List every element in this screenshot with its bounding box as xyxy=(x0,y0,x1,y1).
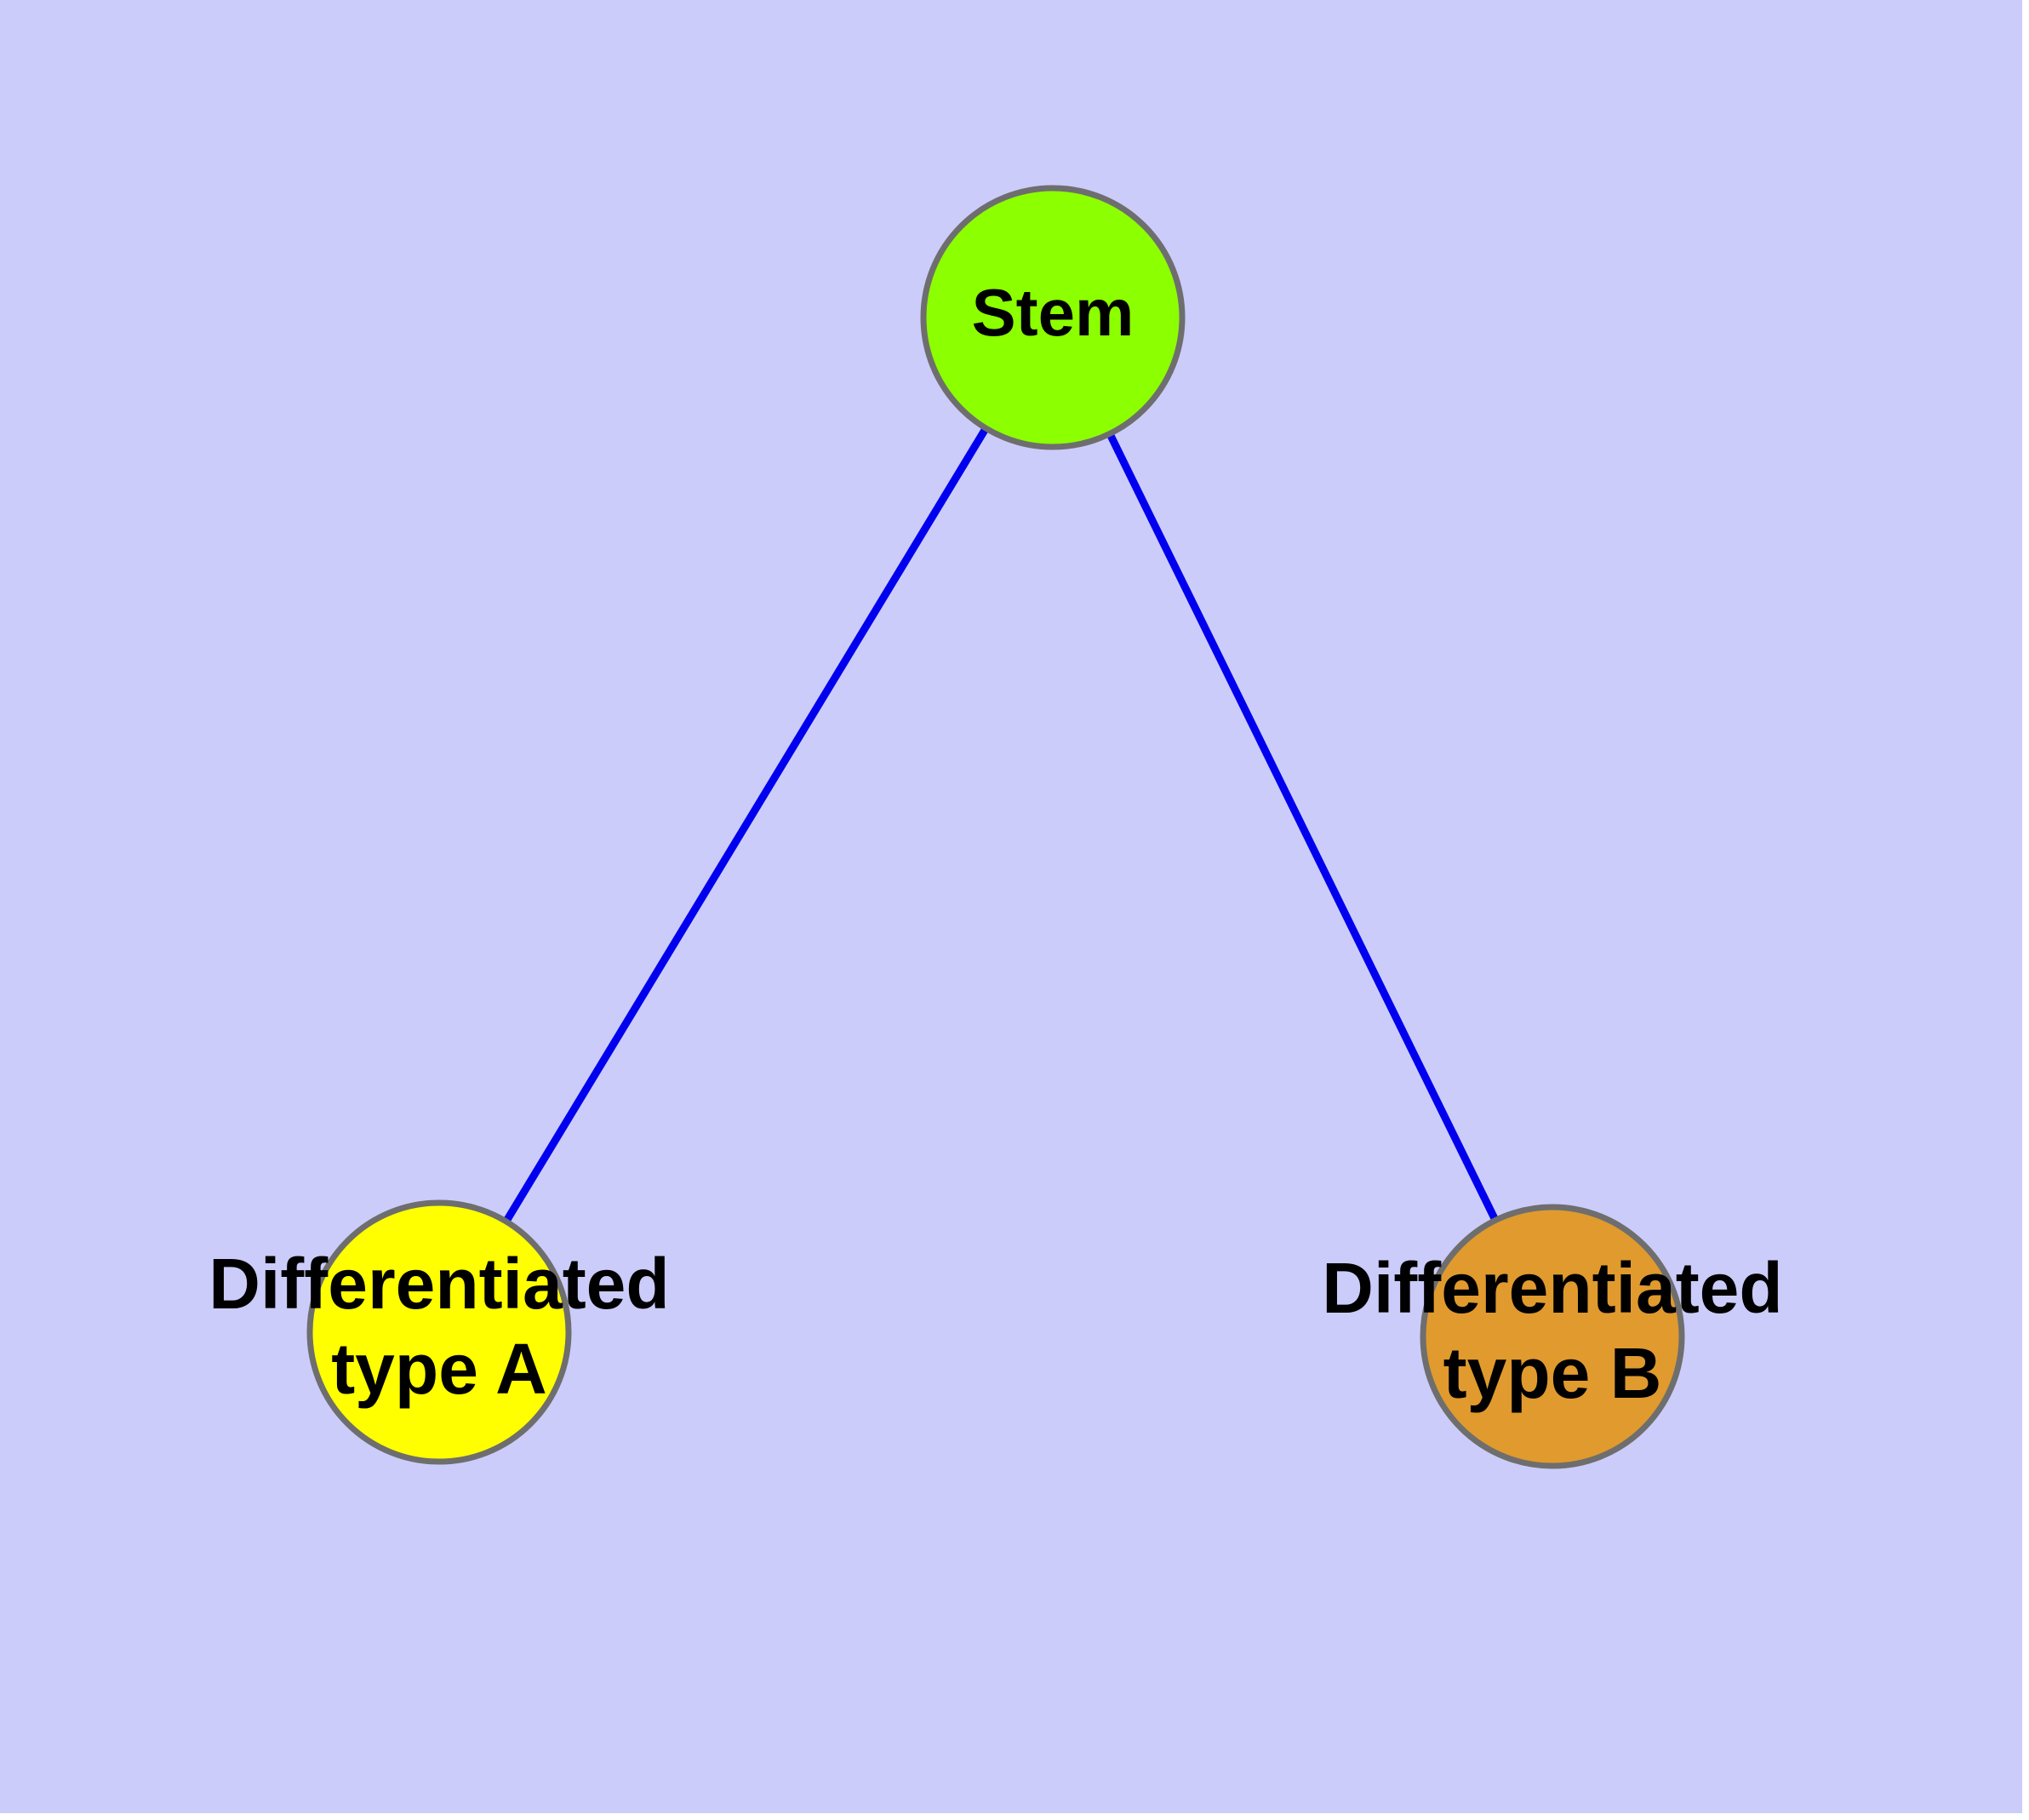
node-label-line: Differentiated xyxy=(1322,1248,1782,1328)
node-label-line: type A xyxy=(331,1329,547,1409)
node-stem[interactable]: Stem xyxy=(920,185,1186,450)
edges-group xyxy=(436,315,1557,1338)
node-label-line: Differentiated xyxy=(209,1244,669,1324)
node-label-line: Stem xyxy=(972,275,1135,350)
node-shape-stem[interactable] xyxy=(920,185,1186,450)
node-label-line: type B xyxy=(1443,1333,1662,1413)
node-label-stem: Stem xyxy=(972,275,1135,350)
edge-stem-diff-a[interactable] xyxy=(436,315,1056,1335)
node-shape-diff_b[interactable] xyxy=(1420,1204,1685,1469)
node-shape-diff_a[interactable] xyxy=(306,1199,572,1465)
edge-stem-diff-b[interactable] xyxy=(1049,316,1557,1338)
